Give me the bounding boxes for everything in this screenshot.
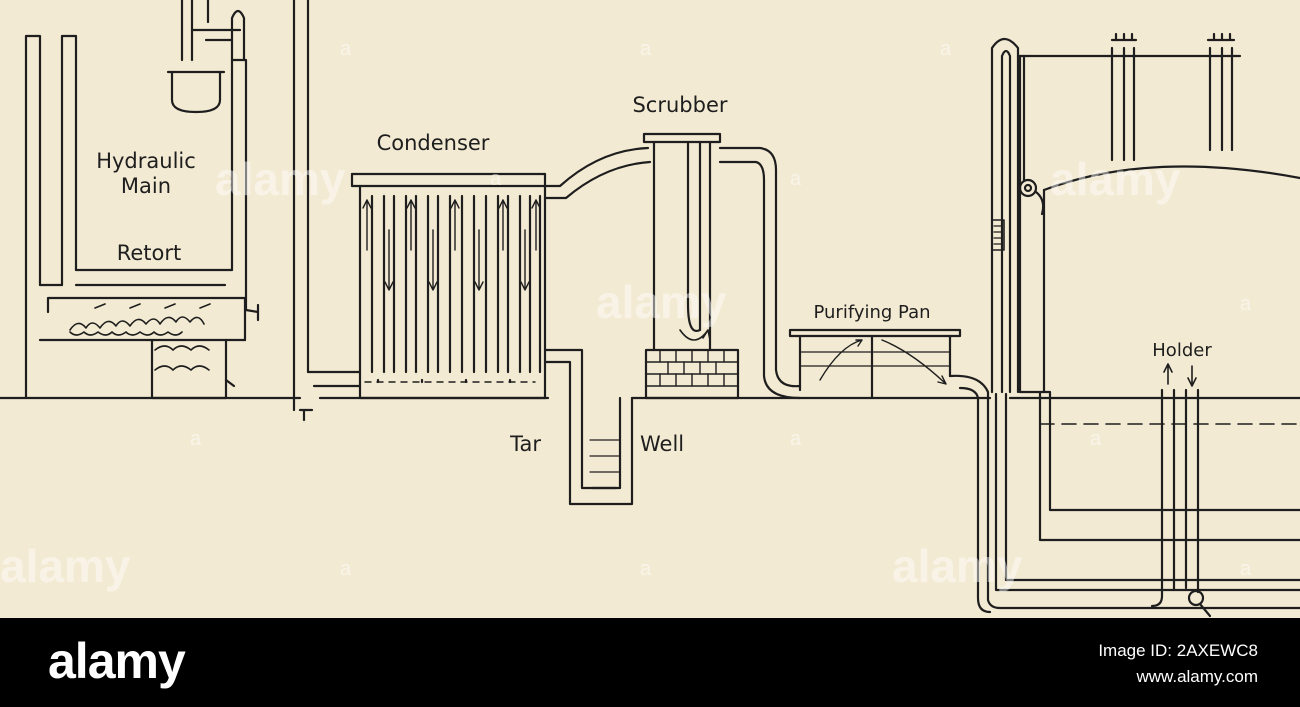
purifying-pan: [788, 328, 962, 400]
watermark-logo: alamy: [215, 153, 346, 205]
svg-text:a: a: [1240, 293, 1252, 315]
site-url-text: www.alamy.com: [1136, 667, 1258, 686]
image-id-text: Image ID: 2AXEWC8: [1098, 641, 1258, 660]
alamy-logo: alamy: [48, 633, 186, 689]
watermarks: alamy alamy alamy alamy alamy: [0, 153, 1181, 592]
svg-text:a: a: [640, 38, 652, 60]
retort-label: Retort: [117, 241, 182, 265]
watermark-logo: alamy: [0, 540, 131, 592]
tar-well: [543, 348, 634, 506]
holder-label: Holder: [1152, 340, 1212, 361]
tar-label: Tar: [509, 432, 541, 456]
well-label: Well: [640, 432, 684, 456]
svg-text:a: a: [640, 558, 652, 580]
svg-text:a: a: [940, 38, 952, 60]
hydraulic-main-label-line1: Hydraulic: [96, 149, 196, 173]
condenser-flow-arrows: [362, 199, 541, 291]
diagram-svg: Hydraulic Main Retort Condenser Scrubber…: [0, 0, 1300, 618]
watermark-logo: alamy: [1050, 153, 1181, 205]
watermark-logo: alamy: [596, 276, 727, 328]
gas-holder: [990, 32, 1300, 618]
hydraulic-main-pipe: [166, 0, 246, 114]
svg-text:a: a: [490, 168, 502, 190]
condenser-to-scrubber-pipe: [543, 146, 652, 200]
svg-text:a: a: [1240, 558, 1252, 580]
retort-coal: [69, 303, 211, 371]
scrubber-to-purifier-pipe: [718, 146, 802, 400]
gas-works-diagram: Hydraulic Main Retort Condenser Scrubber…: [0, 0, 1300, 618]
scrubber: [642, 132, 740, 400]
watermark-small-marks: a a a a a a a a a a a a: [190, 38, 1252, 580]
main-to-condenser-pipe: [292, 0, 362, 422]
svg-text:a: a: [340, 558, 352, 580]
purifying-pan-label: Purifying Pan: [813, 302, 930, 323]
footer-info: Image ID: 2AXEWC8 www.alamy.com: [1098, 638, 1258, 690]
hydraulic-main-label-line2: Main: [121, 174, 171, 198]
condenser: [350, 172, 547, 400]
purifier-to-holder-pipe: [948, 374, 1300, 614]
stock-footer-bar: alamy Image ID: 2AXEWC8 www.alamy.com: [0, 618, 1300, 707]
svg-text:a: a: [190, 428, 202, 450]
svg-text:a: a: [340, 38, 352, 60]
svg-text:a: a: [1090, 428, 1102, 450]
condenser-label: Condenser: [377, 131, 490, 155]
watermark-logo: alamy: [892, 540, 1023, 592]
svg-text:a: a: [790, 428, 802, 450]
retort-furnace: [24, 34, 260, 400]
scrubber-label: Scrubber: [632, 93, 727, 117]
svg-text:a: a: [790, 168, 802, 190]
